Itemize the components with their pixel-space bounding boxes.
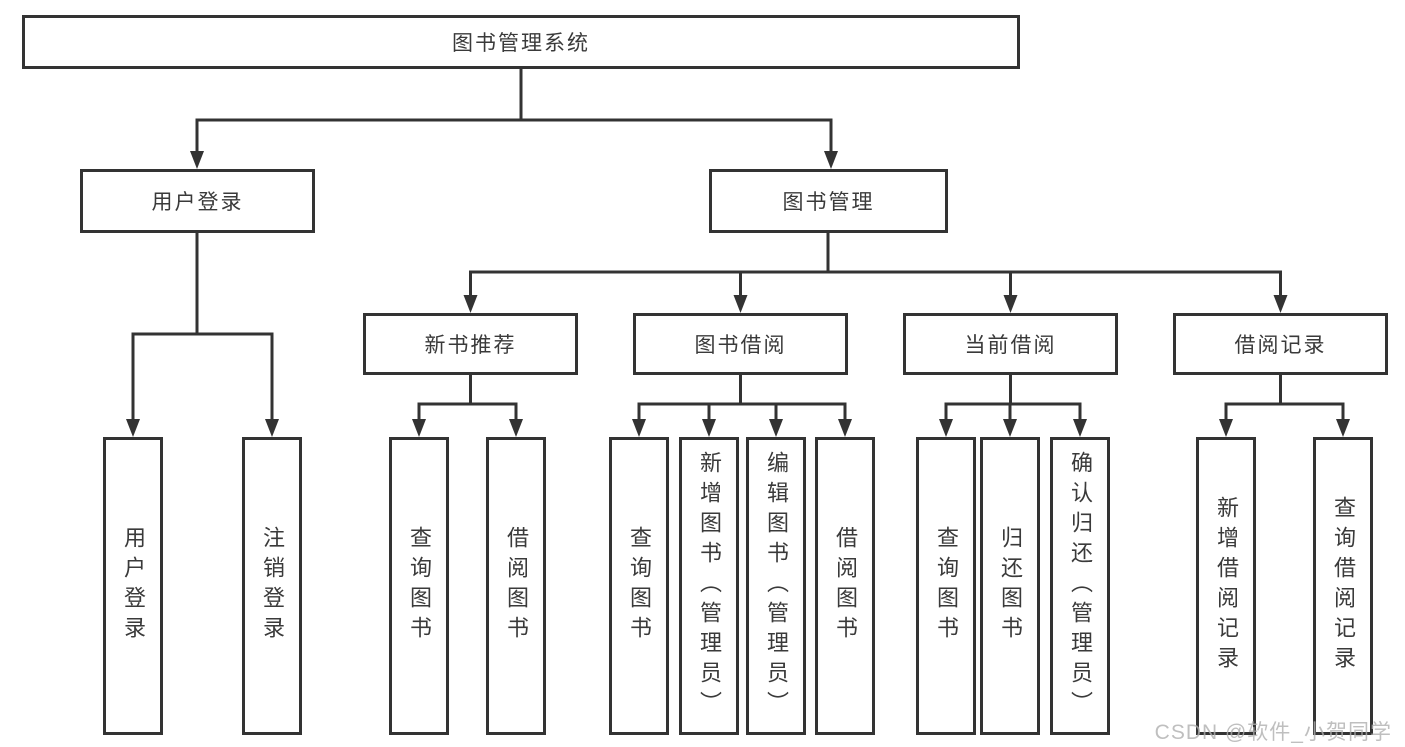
leaf-records-query-record: 查询借阅记录 <box>1313 437 1373 735</box>
leaf-newbooks-borrow-books: 借阅图书 <box>486 437 546 735</box>
node-borrowing-records: 借阅记录 <box>1173 313 1388 375</box>
leaf-current-confirm-return-admin: 确认归还（管理员） <box>1050 437 1110 735</box>
leaf-borrowing-query-books: 查询图书 <box>609 437 669 735</box>
node-book-borrowing: 图书借阅 <box>633 313 848 375</box>
leaf-current-return-books: 归还图书 <box>980 437 1040 735</box>
edges-root <box>190 69 838 169</box>
leaf-records-add-record: 新增借阅记录 <box>1196 437 1256 735</box>
node-root: 图书管理系统 <box>22 15 1020 69</box>
leaf-borrowing-edit-books-admin: 编辑图书（管理员） <box>746 437 806 735</box>
node-current-borrowing: 当前借阅 <box>903 313 1118 375</box>
node-user-login: 用户登录 <box>80 169 315 233</box>
edges-user-login <box>126 233 279 437</box>
leaf-current-query-books: 查询图书 <box>916 437 976 735</box>
node-book-management: 图书管理 <box>709 169 948 233</box>
leaf-user-login: 用户登录 <box>103 437 163 735</box>
leaf-borrowing-add-books-admin: 新增图书（管理员） <box>679 437 739 735</box>
edges-borrow-records <box>1219 375 1350 437</box>
csdn-watermark: CSDN @软件_小贺同学 <box>1154 721 1392 744</box>
edges-book-mgmt <box>463 233 1288 313</box>
leaf-borrowing-borrow-books: 借阅图书 <box>815 437 875 735</box>
node-new-book-recommend: 新书推荐 <box>363 313 578 375</box>
edges-new-books <box>412 375 523 437</box>
leaf-newbooks-query-books: 查询图书 <box>389 437 449 735</box>
leaf-logout: 注销登录 <box>242 437 302 735</box>
edges-book-borrow <box>632 375 852 437</box>
edges-current-borrow <box>939 375 1087 437</box>
